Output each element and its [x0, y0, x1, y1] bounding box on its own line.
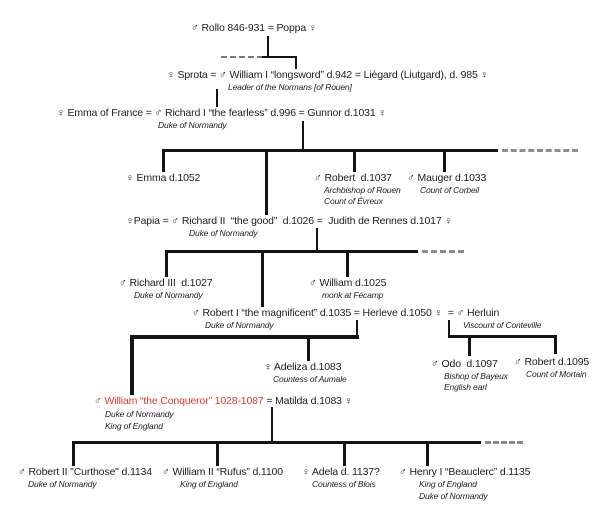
person-william-conqueror-name: William “the Conqueror” 1028-1087 — [104, 395, 264, 407]
person-richard1-label: ♀ Emma of France = ♂ Richard I “the fear… — [57, 107, 387, 119]
person-robert-archbishop-title-2: Count of Évreux — [324, 196, 383, 206]
drop-william-rufus — [216, 441, 219, 466]
person-robert1-label: ♂ Robert I “the magnificent” d.1035 = He… — [192, 307, 500, 319]
sibling-bar-robert1-children — [130, 335, 359, 339]
person-henry1-title-1: King of England — [419, 479, 477, 489]
drop-emma — [162, 149, 165, 172]
person-rollo: ♂ Rollo 846-931 = Poppa ♀ — [191, 22, 317, 34]
connector-rollo-step-down — [295, 56, 297, 69]
drop-william-conqueror — [130, 335, 134, 395]
person-adela: ♀ Adela d. 1137? Countess of Blois — [302, 466, 380, 489]
person-robert1-title: Duke of Normandy — [205, 320, 274, 330]
person-adeliza: ♀ Adeliza d.1083 Countess of Aumale — [264, 361, 347, 384]
sibling-bar-conqueror-children — [72, 441, 481, 444]
person-robert-mortain-label: ♂ Robert d.1095 — [514, 356, 590, 368]
connector-rollo-drop — [267, 36, 269, 58]
drop-robert-archbishop — [353, 149, 356, 172]
person-robert-archbishop-label: ♂ Robert d.1037 — [314, 172, 392, 184]
person-mauger-label: ♂ Mauger d.1033 — [407, 172, 487, 184]
drop-william-monk — [346, 250, 349, 277]
drop-robert1 — [261, 250, 264, 307]
person-odo: ♂ Odo d.1097 Bishop of Bayeux English ea… — [431, 358, 508, 392]
person-robert-archbishop-title-1: Archbishop of Rouen — [324, 185, 401, 195]
person-william-conqueror-title-1: Duke of Normandy — [105, 409, 174, 419]
person-william-conqueror: ♂ William “the Conqueror” 1028-1087 = Ma… — [94, 395, 353, 431]
person-william-rufus: ♂ William II “Rufus” d.1100 King of Engl… — [162, 466, 283, 489]
person-william-longsword-label: ♀ Sprota = ♂ William I “longsword” d.942… — [167, 69, 489, 81]
connector-matilda-marriage-drop — [271, 407, 273, 442]
person-william-conqueror-title-2: King of England — [105, 421, 163, 431]
person-henry1-title-2: Duke of Normandy — [419, 491, 488, 501]
drop-richard3 — [165, 250, 168, 277]
person-robert-mortain-title: Count of Mortain — [526, 369, 587, 379]
person-odo-title-1: Bishop of Bayeux — [444, 371, 508, 381]
person-william-conqueror-spouse: = Matilda d.1083 ♀ — [263, 395, 353, 407]
person-richard2: ♀Papia = ♂ Richard II “the good” d.1026 … — [126, 215, 453, 238]
sibling-bar-richard1-dashed — [502, 149, 578, 152]
person-adeliza-title: Countess of Aumale — [273, 374, 347, 384]
person-robert-curthose: ♂ Robert II "Curthose" d.1134 Duke of No… — [18, 466, 152, 489]
person-robert-archbishop: ♂ Robert d.1037 Archbishop of Rouen Coun… — [314, 172, 401, 206]
person-robert-curthose-label: ♂ Robert II "Curthose" d.1134 — [18, 466, 152, 478]
person-richard1-title: Duke of Normandy — [158, 120, 227, 130]
person-william-rufus-label: ♂ William II “Rufus” d.1100 — [162, 466, 283, 478]
drop-robert-curthose — [72, 441, 75, 466]
person-adeliza-label: ♀ Adeliza d.1083 — [264, 361, 342, 373]
person-henry1: ♂ Henry I “Beauclerc” d.1135 King of Eng… — [399, 466, 531, 501]
sibling-bar-richard1-children — [162, 149, 498, 152]
person-richard3-label: ♂ Richard III d.1027 — [119, 277, 213, 289]
person-emma-label: ♀ Emma d.1052 — [126, 172, 201, 184]
sibling-bar-conqueror-dashed — [485, 441, 523, 444]
person-william-conqueror-symbol: ♂ — [94, 395, 105, 407]
person-adela-title: Countess of Blois — [312, 479, 376, 489]
person-richard3: ♂ Richard III d.1027 Duke of Normandy — [119, 277, 213, 300]
drop-adela — [343, 441, 346, 466]
person-richard2-label: ♀Papia = ♂ Richard II “the good” d.1026 … — [126, 215, 453, 227]
sibling-bar-richard2-dashed — [422, 250, 464, 253]
connector-sprota-drop — [216, 89, 218, 107]
person-odo-title-2: English earl — [444, 382, 487, 392]
person-william-rufus-title: King of England — [180, 479, 238, 489]
person-odo-label: ♂ Odo d.1097 — [431, 358, 498, 370]
drop-adeliza — [307, 335, 310, 361]
person-richard2-title: Duke of Normandy — [189, 228, 258, 238]
sibling-bar-herluin-children — [448, 335, 557, 338]
drop-henry1 — [426, 441, 429, 466]
person-henry1-label: ♂ Henry I “Beauclerc” d.1135 — [399, 466, 531, 478]
connector-rollo-dashed — [221, 56, 263, 58]
person-william-longsword-title: Leader of the Normans [of Rouen] — [228, 82, 352, 92]
person-richard1: ♀ Emma of France = ♂ Richard I “the fear… — [57, 107, 387, 130]
person-robert-mortain: ♂ Robert d.1095 Count of Mortain — [514, 356, 590, 379]
connector-robert1-marriage-drop — [356, 320, 358, 336]
drop-robert-mortain — [554, 335, 557, 354]
person-william-monk-label: ♂ William d.1025 — [309, 277, 387, 289]
person-william-monk-title: monk at Fécamp — [322, 290, 384, 300]
drop-mauger — [443, 149, 446, 172]
person-adela-label: ♀ Adela d. 1137? — [302, 466, 380, 478]
person-rollo-label: ♂ Rollo 846-931 = Poppa ♀ — [191, 22, 317, 34]
person-mauger: ♂ Mauger d.1033 Count of Corbeil — [407, 172, 487, 195]
connector-richard1-marriage-drop — [302, 121, 304, 150]
person-mauger-title: Count of Corbeil — [420, 185, 480, 195]
person-emma: ♀ Emma d.1052 — [126, 172, 200, 184]
person-robert1: ♂ Robert I “the magnificent” d.1035 = He… — [192, 307, 541, 330]
person-william-longsword: ♀ Sprota = ♂ William I “longsword” d.942… — [167, 69, 489, 92]
drop-richard2 — [265, 149, 268, 215]
connector-rollo-horizontal — [262, 56, 297, 58]
person-richard3-title: Duke of Normandy — [134, 290, 203, 300]
drop-odo — [468, 335, 471, 356]
sibling-bar-richard2-children — [165, 250, 418, 253]
connector-richard2-marriage-drop — [316, 228, 318, 251]
person-herluin-title: Viscount of Conteville — [463, 320, 542, 330]
person-william-monk: ♂ William d.1025 monk at Fécamp — [309, 277, 387, 300]
connector-herluin-marriage-drop — [448, 320, 450, 336]
person-robert-curthose-title: Duke of Normandy — [28, 479, 97, 489]
